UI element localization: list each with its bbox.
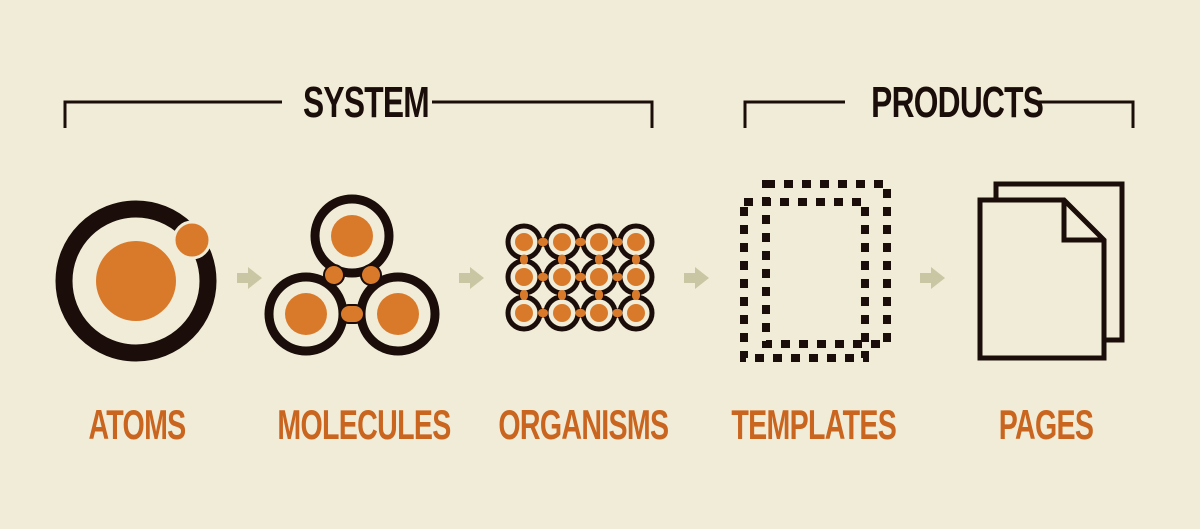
organism-link	[612, 309, 623, 317]
organism-nucleus	[627, 304, 645, 322]
organism-nucleus	[627, 233, 645, 251]
arrow-icon	[459, 267, 484, 289]
organism-nucleus	[590, 268, 608, 286]
organism-nucleus	[515, 304, 533, 322]
pages-icon	[977, 181, 1125, 361]
stage-label-atoms: ATOMS	[88, 401, 186, 448]
organism-link	[520, 290, 528, 300]
arrow-icon	[920, 267, 945, 289]
organism-link	[558, 254, 566, 265]
organism-link	[575, 273, 586, 281]
organism-nucleus	[515, 268, 533, 286]
organism-link	[632, 290, 640, 300]
organism-nucleus	[590, 304, 608, 322]
organism-nucleus	[515, 233, 533, 251]
organism-link	[595, 254, 603, 265]
stage-label-templates: TEMPLATES	[731, 401, 897, 448]
products-bracket	[743, 100, 1135, 128]
organism-link	[538, 238, 548, 246]
organism-link	[538, 273, 548, 281]
system-bracket	[63, 100, 654, 128]
stage-label-molecules: MOLECULES	[277, 401, 451, 448]
system-label: SYSTEM	[303, 78, 430, 127]
organism-link	[575, 238, 586, 246]
stage-label-organisms: ORGANISMS	[498, 401, 669, 448]
molecule-icon	[264, 194, 440, 356]
organism-link	[520, 254, 528, 265]
arrow-icon	[684, 267, 709, 289]
atom-icon	[55, 200, 217, 362]
products-label: PRODUCTS	[871, 78, 1044, 127]
template-icon	[740, 180, 891, 362]
organism-nucleus	[627, 268, 645, 286]
organism-link	[612, 238, 623, 246]
organism-icon	[505, 223, 655, 332]
organism-nucleus	[553, 304, 571, 322]
organism-link	[595, 290, 603, 300]
organism-link	[538, 309, 548, 317]
organism-nucleus	[553, 268, 571, 286]
organism-link	[558, 290, 566, 300]
organism-nucleus	[590, 233, 608, 251]
arrow-icon	[237, 267, 262, 289]
organism-link	[575, 309, 586, 317]
organism-nucleus	[553, 233, 571, 251]
organism-link	[612, 273, 623, 281]
organism-link	[632, 254, 640, 265]
stage-label-pages: PAGES	[998, 401, 1094, 448]
